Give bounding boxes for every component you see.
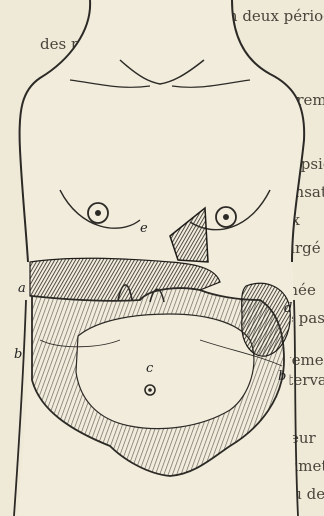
label-d: d: [284, 301, 292, 316]
label-a: a: [18, 281, 26, 296]
label-b-right: b: [278, 369, 286, 384]
label-e: e: [140, 221, 148, 236]
label-b-left: b: [14, 347, 22, 362]
label-c: c: [146, 361, 154, 376]
central-clear-area: [76, 314, 254, 429]
